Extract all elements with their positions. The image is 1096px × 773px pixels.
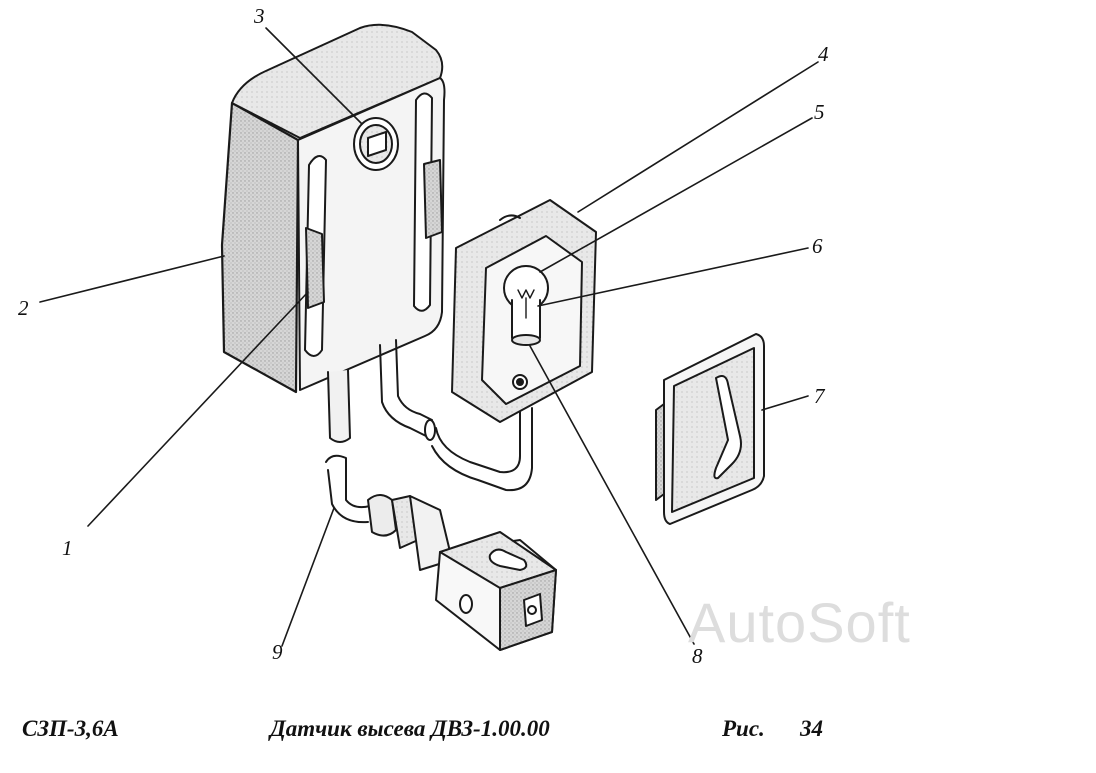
lamp-bulb [503, 265, 549, 346]
leader-5 [539, 117, 813, 273]
leader-3 [265, 27, 363, 125]
housing-front-face [297, 77, 446, 391]
cover-arrow-slot [713, 375, 742, 480]
footer-model: СЗП-3,6А [22, 716, 119, 741]
callout-9: 9 [272, 640, 283, 664]
footer-fig-prefix: Рис. [722, 716, 765, 741]
lamp-tube [431, 407, 533, 492]
leader-6 [537, 247, 809, 307]
window-part [353, 117, 399, 171]
watermark: AutoSoft [688, 591, 911, 654]
callout-4: 4 [818, 42, 829, 66]
cover-plate [655, 333, 765, 525]
footer-caption: Датчик высева ДВЗ-1.00.00 [270, 716, 550, 741]
housing-tubes [327, 339, 436, 443]
leader-2 [39, 255, 225, 303]
callout-8: 8 [692, 644, 703, 668]
callout-2: 2 [18, 296, 29, 320]
leader-1 [87, 291, 309, 527]
housing-right-slot [413, 92, 433, 312]
callout-3: 3 [254, 4, 265, 28]
housing-left-clip [305, 227, 325, 309]
sensor-connector [325, 454, 557, 651]
sensor-housing [220, 23, 446, 394]
leader-9 [281, 507, 335, 647]
leader-7 [761, 395, 809, 411]
callout-7: 7 [814, 384, 825, 408]
footer-fig-number: 34 [800, 716, 823, 741]
leader-4 [577, 61, 819, 213]
housing-right-clip [423, 159, 443, 239]
housing-side-face [220, 101, 300, 394]
leader-8 [529, 345, 695, 645]
callout-5: 5 [814, 100, 825, 124]
leader-lines [39, 27, 819, 647]
callout-6: 6 [812, 234, 823, 258]
housing-top-face [231, 23, 444, 139]
callout-1: 1 [62, 536, 73, 560]
